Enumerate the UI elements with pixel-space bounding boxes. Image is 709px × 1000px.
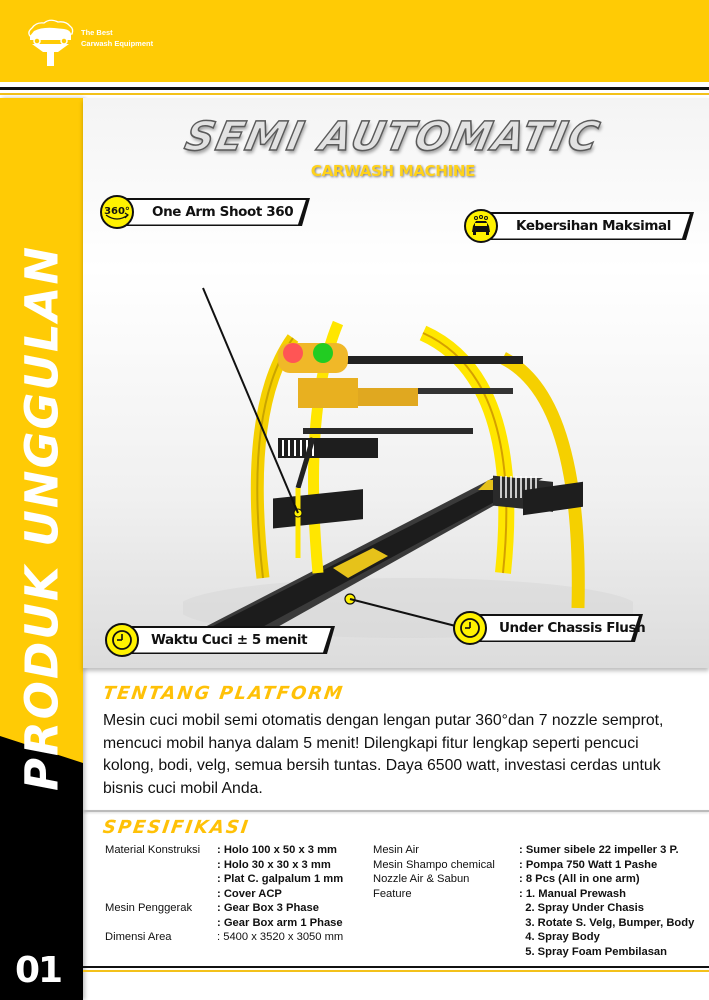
spec-value: : Holo 100 x 50 x 3 mm: [217, 844, 338, 856]
about-heading: TENTANG PLATFORM: [101, 683, 346, 704]
spec-value: : Sumer sibele 22 impeller 3 P.: [519, 844, 679, 856]
spec-value: 5. Spray Foam Pembilasan: [519, 945, 667, 958]
spec-key: Dimensi Area: [105, 931, 172, 943]
spec-value: : 5400 x 3520 x 3050 mm: [217, 931, 344, 943]
spec-row: Feature : 1. Manual Prewash: [373, 887, 694, 902]
page-number: 01: [15, 950, 63, 991]
spec-value: : Cover ACP: [217, 887, 282, 900]
product-title: SEMI AUTOMATIC: [180, 113, 605, 161]
spec-key: [373, 916, 519, 931]
callout-one-arm-shoot: One Arm Shoot 360 360°: [100, 195, 310, 229]
rotate-360-icon: 360°: [100, 195, 134, 229]
spec-value: 3. Rotate S. Velg, Bumper, Body: [519, 916, 695, 929]
tagline-line-1: The Best: [81, 28, 113, 37]
spec-value: 4. Spray Body: [519, 931, 600, 943]
specs-right-column: Mesin Air : Sumer sibele 22 impeller 3 P.…: [373, 843, 694, 959]
tagline: The Best Carwash Equipment: [81, 27, 153, 49]
spec-row: 4. Spray Body: [373, 930, 694, 945]
spec-row: : Cover ACP: [105, 887, 343, 902]
carwash-machine-illustration: [183, 287, 633, 638]
spec-key: [105, 858, 217, 873]
sidebar-title: PRODUK UNGGULAN: [15, 244, 69, 792]
spec-row: : Gear Box arm 1 Phase: [105, 916, 343, 931]
specs-left-column: Material Konstruksi : Holo 100 x 50 x 3 m…: [105, 843, 343, 945]
specs-heading: SPESIFIKASI: [101, 817, 252, 838]
spec-value: : Gear Box 3 Phase: [217, 902, 319, 914]
divider-yellow-line: [0, 93, 709, 95]
about-description: Mesin cuci mobil semi otomatis dengan le…: [103, 712, 664, 797]
product-subtitle: CARWASH MACHINE: [310, 162, 476, 180]
footer-black-line: [83, 966, 709, 968]
sidebar: PRODUK UNGGULAN 01: [0, 98, 83, 1000]
spec-value: : Gear Box arm 1 Phase: [217, 916, 343, 929]
clock-icon: [105, 623, 139, 657]
carwash-logo-icon: [28, 19, 74, 66]
header-divider: [0, 82, 709, 98]
callout-label: Waktu Cuci ± 5 menit: [151, 632, 308, 648]
clock-icon: [453, 611, 487, 645]
spec-row: Mesin Air : Sumer sibele 22 impeller 3 P.: [373, 843, 694, 858]
header-banner: The Best Carwash Equipment: [0, 0, 709, 82]
spec-key: [373, 901, 519, 916]
spec-key: [105, 887, 217, 902]
spec-key: Material Konstruksi: [105, 844, 201, 856]
callout-label: Under Chassis Flush: [499, 620, 646, 636]
callout-kebersihan: Kebersihan Maksimal: [464, 209, 694, 243]
callout-under-chassis: Under Chassis Flush: [453, 611, 646, 645]
divider-black-line: [0, 87, 709, 90]
spec-value: 2. Spray Under Chasis: [519, 902, 644, 914]
spec-key: Mesin Penggerak: [105, 902, 193, 914]
sidebar-black-block: [0, 736, 83, 1000]
spec-key: Mesin Shampo chemical: [373, 858, 495, 871]
footer-yellow-line: [83, 970, 709, 972]
hero-section: SEMI AUTOMATIC CARWASH MACHINE: [83, 98, 709, 668]
car-wash-icon: [464, 209, 498, 243]
svg-text:360°: 360°: [104, 206, 130, 217]
spec-row: 2. Spray Under Chasis: [373, 901, 694, 916]
spec-row: Mesin Shampo chemical : Pompa 750 Watt 1 …: [373, 858, 694, 873]
spec-key: Mesin Air: [373, 844, 420, 856]
spec-key: Feature: [373, 887, 412, 900]
spec-row: Material Konstruksi : Holo 100 x 50 x 3 m…: [105, 843, 343, 858]
spec-key: Nozzle Air & Sabun: [373, 873, 470, 885]
spec-value: : Pompa 750 Watt 1 Pashe: [519, 858, 658, 871]
spec-row: Mesin Penggerak : Gear Box 3 Phase: [105, 901, 343, 916]
spec-row: 5. Spray Foam Pembilasan: [373, 945, 694, 960]
spec-key: [105, 872, 217, 887]
spec-value: : 8 Pcs (All in one arm): [519, 873, 640, 885]
spec-value: : 1. Manual Prewash: [519, 887, 626, 900]
spec-key: [373, 945, 519, 960]
section-divider: [83, 810, 709, 812]
callout-waktu-cuci: Waktu Cuci ± 5 menit: [105, 623, 335, 657]
tagline-line-2: Carwash Equipment: [81, 39, 154, 48]
spec-row: Nozzle Air & Sabun : 8 Pcs (All in one ar…: [373, 872, 694, 887]
spec-row: : Plat C. galpalum 1 mm: [105, 872, 343, 887]
callout-label: One Arm Shoot 360: [152, 204, 294, 220]
spec-key: [105, 916, 217, 931]
spec-row: : Holo 30 x 30 x 3 mm: [105, 858, 343, 873]
spec-value: : Plat C. galpalum 1 mm: [217, 873, 344, 885]
spec-key: [373, 930, 519, 945]
spec-row: Dimensi Area : 5400 x 3520 x 3050 mm: [105, 930, 343, 945]
spec-value: : Holo 30 x 30 x 3 mm: [217, 858, 331, 871]
callout-label: Kebersihan Maksimal: [516, 218, 671, 234]
spec-row: 3. Rotate S. Velg, Bumper, Body: [373, 916, 694, 931]
